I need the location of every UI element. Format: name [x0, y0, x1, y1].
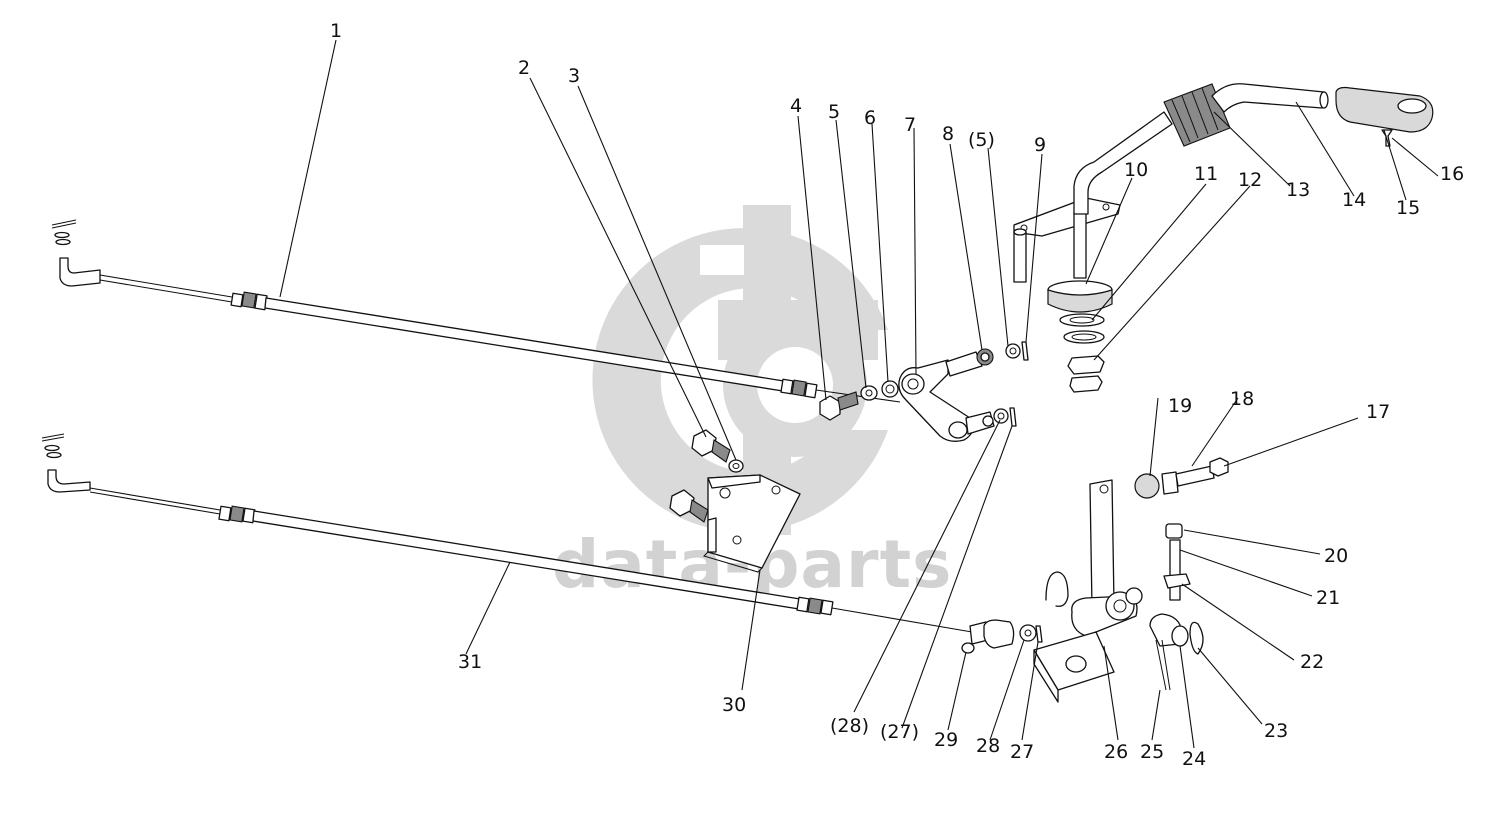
callout-2: 2 — [518, 57, 530, 79]
callout-6: 6 — [864, 107, 876, 129]
ring-23 — [1189, 621, 1204, 655]
leader-lines — [279, 39, 1439, 749]
cap-20 — [1165, 523, 1183, 539]
callout-18: 18 — [1230, 388, 1254, 410]
pin-27-upper — [1009, 407, 1017, 427]
callout-5: 5 — [828, 101, 840, 123]
washer-28 — [1019, 624, 1037, 642]
bracket-30 — [703, 474, 801, 573]
washer-24 — [1171, 625, 1189, 647]
callout-27: 27 — [1010, 741, 1034, 763]
seal-11 — [1059, 313, 1105, 327]
callout-22: 22 — [1300, 651, 1324, 673]
clevis-29 — [983, 619, 1015, 649]
washer-3 — [728, 459, 744, 473]
callout-3: 3 — [568, 65, 580, 87]
pin-27 — [1035, 625, 1043, 643]
callout-21: 21 — [1316, 587, 1340, 609]
callout-23: 23 — [1264, 720, 1288, 742]
gear-lever-assembly — [1013, 83, 1434, 393]
cap-19 — [1134, 473, 1160, 499]
cap-10 — [1047, 280, 1113, 313]
nut-12 — [1067, 355, 1105, 375]
pin-21 — [1169, 539, 1181, 601]
callout-5b: (5) — [968, 129, 995, 151]
callout-4: 4 — [790, 95, 802, 117]
callout-17: 17 — [1366, 401, 1390, 423]
callout-28b: (28) — [830, 715, 869, 737]
upper-cable-assembly — [51, 219, 901, 403]
lower-cable-assembly — [41, 433, 1043, 654]
callout-25: 25 — [1140, 741, 1164, 763]
callout-19: 19 — [1168, 395, 1192, 417]
nut-17 — [1209, 457, 1229, 477]
arm-26 — [1033, 479, 1143, 703]
callout-11: 11 — [1194, 163, 1218, 185]
callouts: 1 2 3 4 5 6 7 8 (5) 9 10 11 12 13 14 15 … — [330, 20, 1464, 770]
callout-20: 20 — [1324, 545, 1348, 567]
bolt-2 — [691, 429, 731, 463]
callout-24: 24 — [1182, 748, 1206, 770]
callout-1: 1 — [330, 20, 342, 42]
callout-28: 28 — [976, 735, 1000, 757]
washer-5b — [1005, 343, 1021, 359]
callout-12: 12 — [1238, 169, 1262, 191]
washer-28-upper — [993, 408, 1009, 424]
callout-10: 10 — [1124, 159, 1148, 181]
bolt-lower — [669, 489, 709, 523]
spring-clip-left — [1045, 571, 1069, 607]
callout-13: 13 — [1286, 179, 1310, 201]
nut-22 — [1163, 573, 1191, 589]
callout-8: 8 — [942, 123, 954, 145]
knob-15 — [1335, 86, 1434, 133]
callout-27b: (27) — [880, 721, 919, 743]
bushing-6 — [881, 380, 899, 398]
bolt-18 — [1161, 465, 1215, 495]
callout-26: 26 — [1104, 741, 1128, 763]
callout-15: 15 — [1396, 197, 1420, 219]
washer-5 — [860, 385, 878, 401]
callout-7: 7 — [904, 114, 916, 136]
bolt-4 — [819, 391, 859, 421]
pin-9 — [1021, 341, 1029, 361]
callout-29: 29 — [934, 729, 958, 751]
callout-14: 14 — [1342, 189, 1366, 211]
callout-16: 16 — [1440, 163, 1464, 185]
callout-30: 30 — [722, 694, 746, 716]
callout-9: 9 — [1034, 134, 1046, 156]
callout-31: 31 — [458, 651, 482, 673]
lever-7 — [898, 351, 995, 442]
